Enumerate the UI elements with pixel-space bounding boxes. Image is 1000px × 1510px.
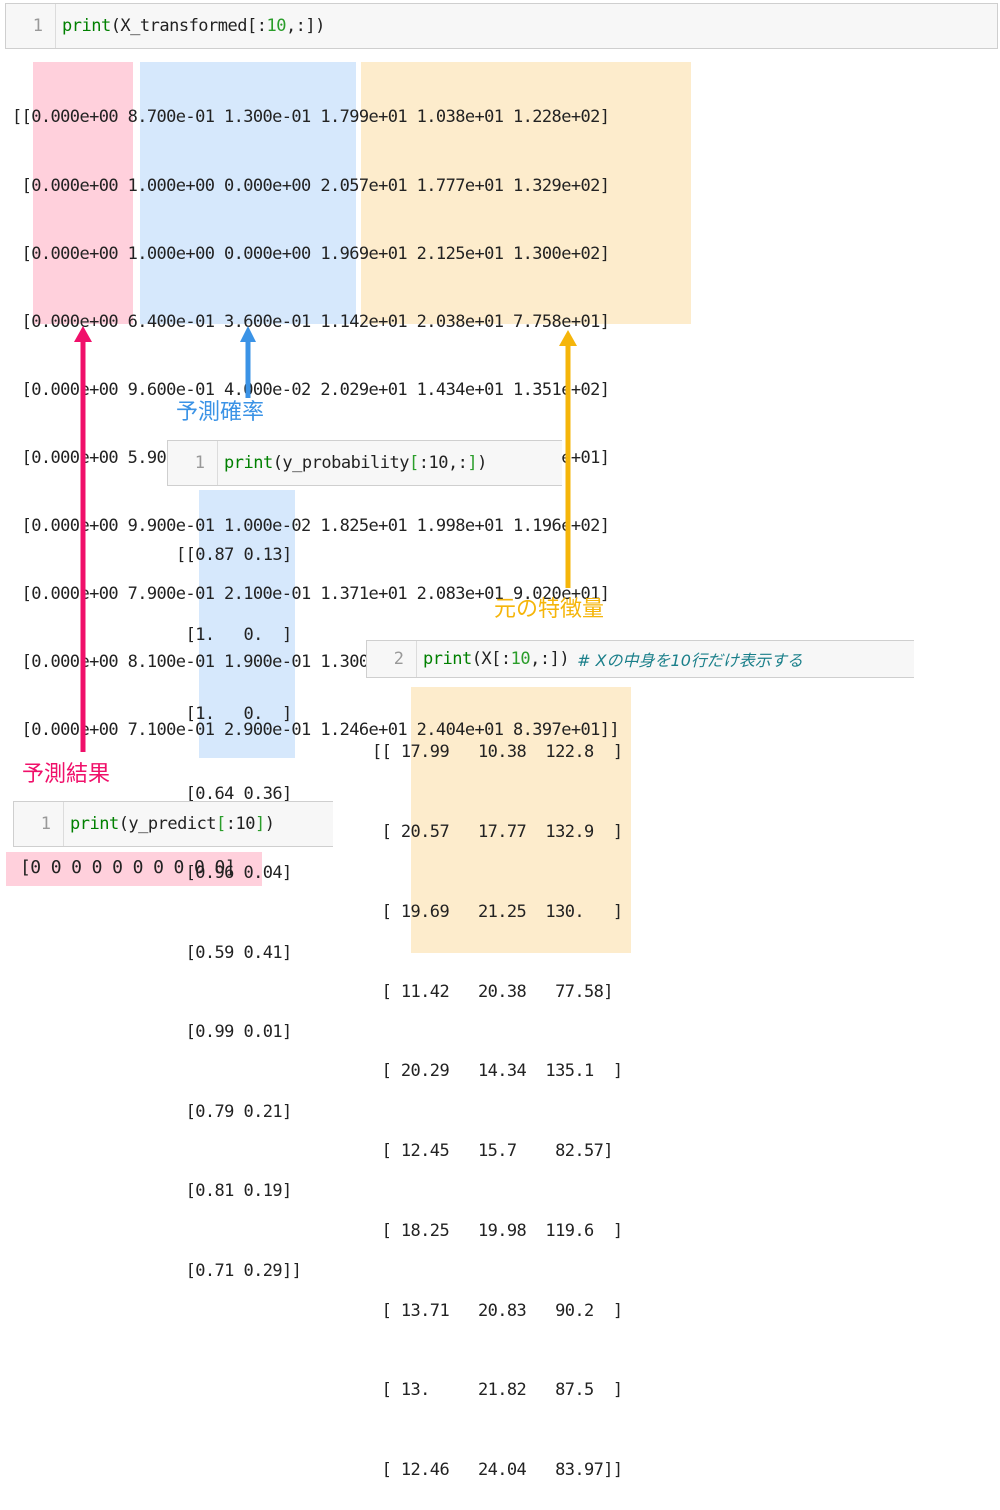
output-row: [0.000e+00 7.900e-01 2.100e-01 1.371e+01… (12, 584, 610, 605)
output-row: [ 18.25 19.98 119.6 ] (372, 1220, 623, 1241)
output-row: [ 11.42 20.38 77.58] (372, 981, 614, 1002)
highlight-probability-columns (140, 62, 356, 324)
output-row: [1. 0. ] (176, 704, 293, 724)
line-number: 2 (367, 641, 417, 677)
code-line[interactable]: print(y_probability[:10,:]) (224, 453, 487, 473)
code-cell-x-raw[interactable]: 2 print(X[:10,:])# Xの中身を10行だけ表示する (366, 640, 914, 678)
output-row: [0.000e+00 7.100e-01 2.900e-01 1.246e+01… (12, 720, 620, 741)
output-row: [0.96 0.04] (176, 863, 293, 883)
output-row: [0.000e+00 9.900e-01 1.000e-02 1.825e+01… (12, 516, 610, 537)
output-row: [ 19.69 21.25 130. ] (372, 901, 623, 922)
output-row: [0.000e+00 1.000e+00 0.000e+00 1.969e+01… (12, 243, 610, 264)
orange-arrow-icon (559, 330, 577, 588)
annotation-arrows (74, 326, 577, 752)
label-prediction-result: 予測結果 (22, 762, 111, 787)
output-y-predict: [0 0 0 0 0 0 0 0 0 0] (20, 857, 236, 878)
output-row: [[0.000e+00 8.700e-01 1.300e-01 1.799e+0… (12, 107, 610, 128)
output-row: [ 13. 21.82 87.5 ] (372, 1380, 623, 1401)
code-cell-y-predict[interactable]: 1 print(y_predict[:10]) (13, 801, 333, 847)
output-row: [0.64 0.36] (176, 783, 293, 804)
line-number: 1 (168, 441, 218, 485)
code-line[interactable]: print(X[:10,:])# Xの中身を10行だけ表示する (423, 649, 803, 670)
output-row: [0.81 0.19] (176, 1181, 293, 1201)
highlight-y-predict-output (6, 852, 262, 886)
line-number: 1 (6, 4, 56, 48)
output-row: [ 20.57 17.77 132.9 ] (372, 821, 623, 842)
output-row: [0.000e+00 9.600e-01 4.000e-02 2.029e+01… (12, 379, 610, 400)
output-row: [ 13.71 20.83 90.2 ] (372, 1300, 623, 1321)
line-number: 1 (14, 802, 64, 846)
code-line[interactable]: print(y_predict[:10]) (70, 814, 275, 834)
label-prediction-probability: 予測確率 (176, 400, 265, 425)
output-row: [0.000e+00 6.400e-01 3.600e-01 1.142e+01… (12, 311, 610, 332)
output-row: [ 12.45 15.7 82.57] (372, 1141, 614, 1162)
code-line[interactable]: print(X_transformed[:10,:]) (62, 16, 325, 36)
code-comment: # Xの中身を10行だけ表示する (577, 651, 803, 670)
output-row: [0.000e+00 1.000e+00 0.000e+00 2.057e+01… (12, 175, 610, 196)
output-row: [1. 0. ] (176, 624, 293, 645)
code-cell-x-transformed[interactable]: 1 print(X_transformed[:10,:]) (5, 3, 998, 49)
highlight-predicted-class-column (33, 62, 133, 324)
output-row: [[0.87 0.13] (176, 545, 292, 565)
blue-arrow-icon (240, 326, 256, 398)
output-row: [0.79 0.21] (176, 1101, 293, 1122)
output-row: [0.71 0.29]] (176, 1260, 302, 1281)
output-row: [ 20.29 14.34 135.1 ] (372, 1061, 623, 1082)
label-original-features: 元の特徴量 (494, 597, 605, 622)
code-cell-y-probability[interactable]: 1 print(y_probability[:10,:]) (167, 440, 562, 486)
highlight-original-feature-columns (361, 62, 691, 324)
output-row: [0.99 0.01] (176, 1022, 293, 1042)
output-row: [[ 17.99 10.38 122.8 ] (372, 742, 623, 763)
highlight-x-raw-output (411, 687, 631, 953)
pink-arrow-icon (74, 326, 92, 752)
highlight-y-probability-output (199, 490, 295, 758)
output-row: [ 12.46 24.04 83.97]] (372, 1460, 623, 1481)
